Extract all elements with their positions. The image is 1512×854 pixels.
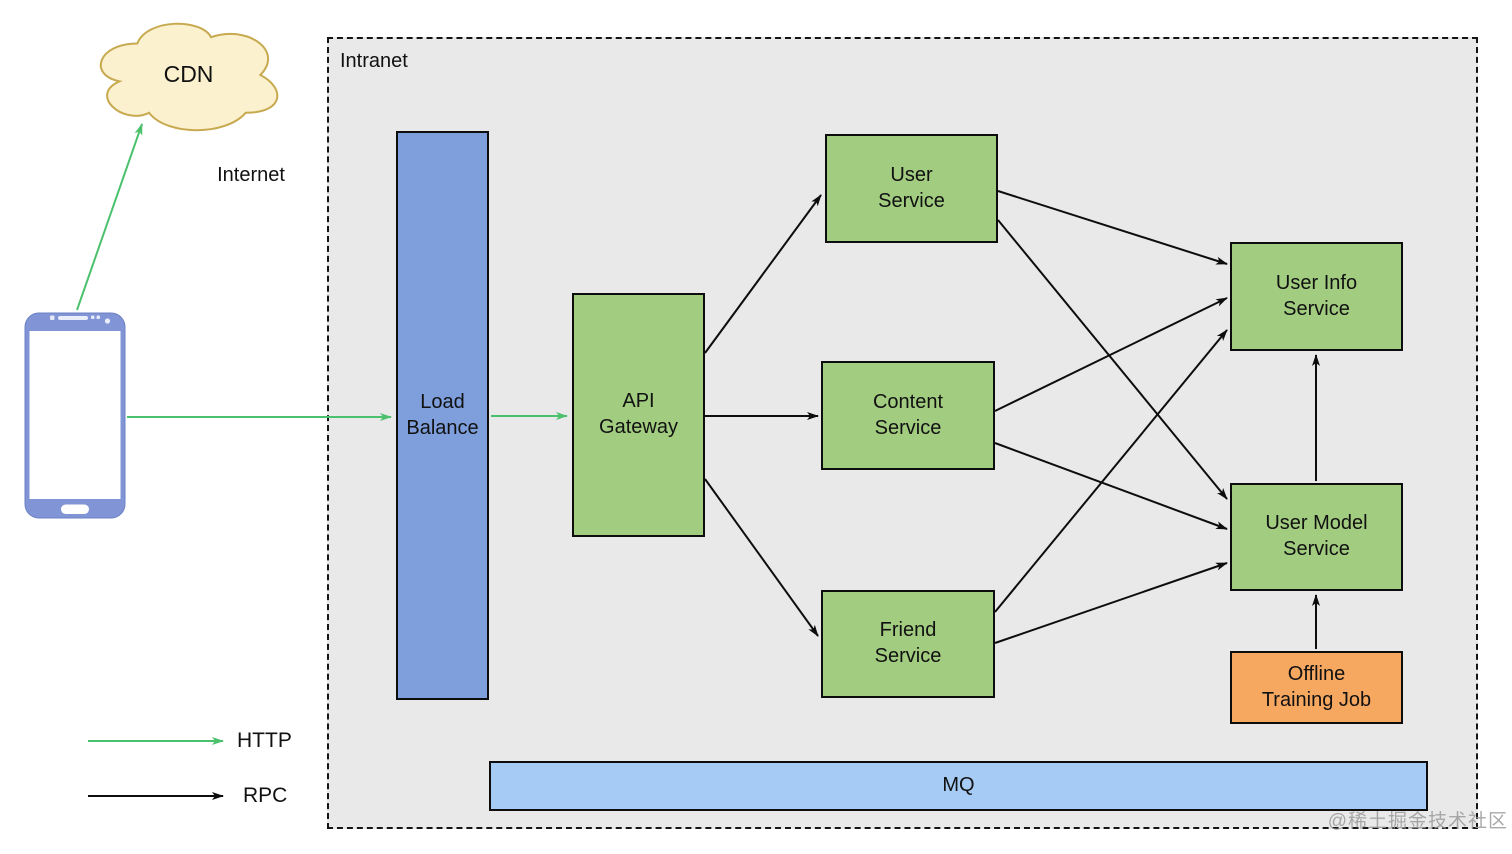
intranet-label: Intranet	[340, 50, 408, 72]
edge-content-service-user-info-service	[994, 297, 1228, 412]
node-user-service: User Service	[825, 134, 998, 243]
edge-friend-service-user-info-service	[994, 329, 1228, 613]
node-offline-training-job: Offline Training Job	[1230, 651, 1403, 724]
cdn-label: CDN	[163, 60, 214, 87]
phone-home-button	[61, 504, 89, 514]
legend-http-label: HTTP	[237, 729, 292, 752]
node-load-balance: Load Balance	[396, 131, 489, 700]
edge-phone-cdn	[76, 123, 143, 311]
cdn-cloud-icon	[99, 22, 279, 132]
node-user-info-service: User Info Service	[1230, 242, 1403, 351]
phone-sensor-dot	[50, 315, 55, 320]
watermark: @稀土掘金技术社区	[1327, 811, 1508, 832]
node-friend-service: Friend Service	[821, 590, 995, 698]
edge-api-gateway-friend-service	[704, 478, 819, 637]
edge-content-service-user-model-service	[994, 442, 1228, 530]
node-mq: MQ	[489, 761, 1428, 811]
phone-camera-dot	[104, 318, 111, 324]
edge-user-service-user-info-service	[997, 190, 1228, 265]
edge-user-service-user-model-service	[997, 219, 1228, 500]
node-content-service: Content Service	[821, 361, 995, 470]
internet-label: Internet	[217, 164, 285, 186]
legend-rpc-label: RPC	[243, 784, 288, 807]
edge-friend-service-user-model-service	[994, 562, 1228, 644]
mobile-phone-icon	[24, 312, 126, 519]
node-user-model-service: User Model Service	[1230, 483, 1403, 591]
edge-api-gateway-user-service	[704, 194, 822, 354]
phone-speaker-slot	[58, 316, 88, 320]
node-api-gateway: API Gateway	[572, 293, 705, 537]
